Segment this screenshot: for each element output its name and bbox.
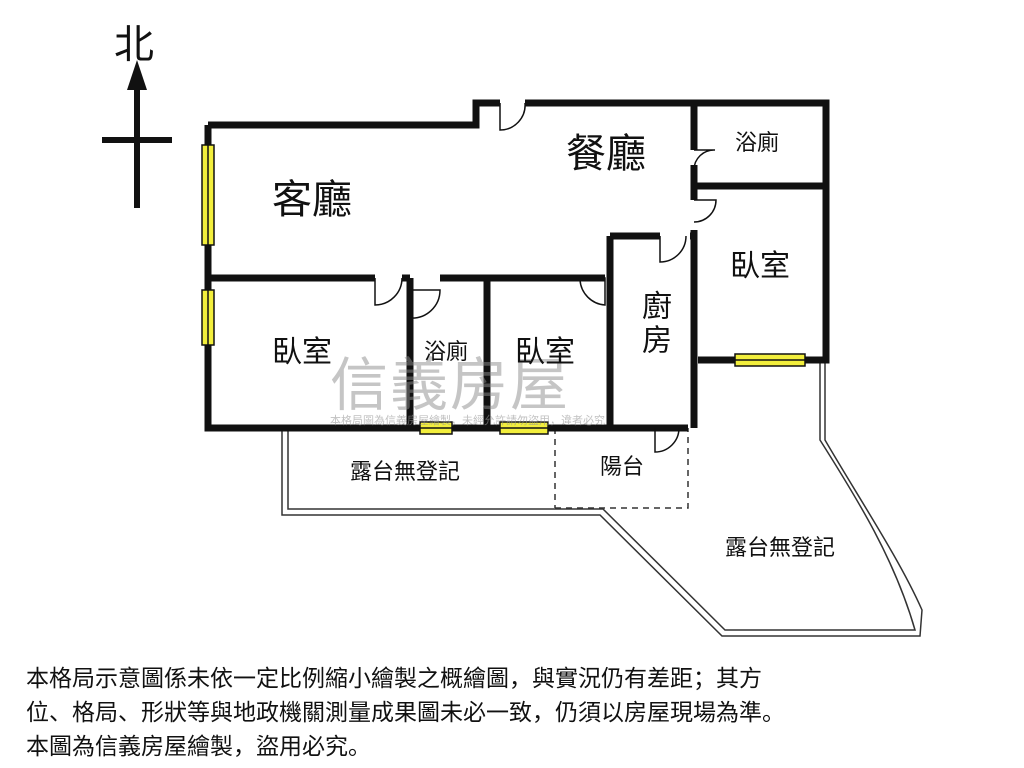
door-swings xyxy=(374,102,717,453)
terrace-east: 露台無登記 xyxy=(725,536,836,561)
room-kitchen: 廚房 xyxy=(636,290,671,358)
floor-plan xyxy=(102,60,923,637)
balcony-outline xyxy=(554,428,689,509)
windows xyxy=(201,144,806,435)
balcony: 陽台 xyxy=(600,455,645,480)
disclaimer-line-3: 本圖為信義房屋繪製，盜用必究。 xyxy=(26,734,371,760)
terrace-west: 露台無登記 xyxy=(350,460,461,485)
room-bath-ne: 浴廁 xyxy=(735,131,780,156)
disclaimer: 本格局示意圖係未依一定比例縮小繪製之概繪圖，與實況仍有差距；其方 位、格局、形狀… xyxy=(26,662,1016,764)
room-bedroom-east: 臥室 xyxy=(730,249,790,284)
north-label: 北 xyxy=(114,22,154,68)
room-dining-room: 餐廳 xyxy=(566,131,646,177)
room-bedroom-sw: 臥室 xyxy=(272,335,332,370)
compass-arrow-icon xyxy=(102,60,172,208)
room-living-room: 客廳 xyxy=(272,177,352,223)
terrace-outline xyxy=(281,360,923,637)
disclaimer-line-2: 位、格局、形狀等與地政機關測量成果圖未必一致，仍須以房屋現場為準。 xyxy=(26,700,785,726)
room-bath-center: 浴廁 xyxy=(424,340,469,365)
room-bedroom-center: 臥室 xyxy=(515,335,575,370)
disclaimer-line-1: 本格局示意圖係未依一定比例縮小繪製之概繪圖，與實況仍有差距；其方 xyxy=(26,666,762,692)
watermark-logo: 信義房屋 xyxy=(330,351,571,419)
watermark-line: 本格局圖為信義房屋繪製，未經允許請勿盜用，違者必究 xyxy=(330,414,605,427)
